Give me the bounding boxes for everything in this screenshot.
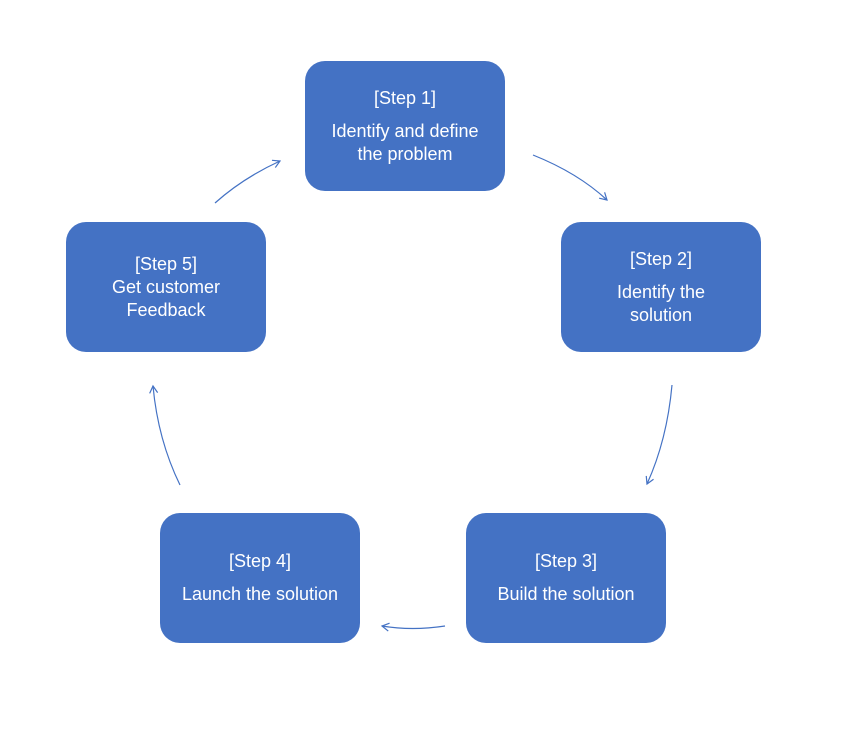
step-1-label: [Step 1]: [373, 87, 437, 108]
step-4-label: [Step 4]: [228, 551, 292, 571]
step-5-text: Get customer Feedback: [111, 276, 221, 320]
arrow-step2-to-step3: [645, 384, 673, 486]
step-5-box: [Step 5] Get customer Feedback: [66, 222, 266, 352]
step-2-label: [Step 2]: [629, 248, 693, 269]
step-4-text: Launch the solution: [181, 584, 339, 604]
arrow-step4-to-step5: [149, 384, 181, 486]
step-5-label: [Step 5]: [134, 253, 198, 274]
step-1-text: Identify and define the problem: [331, 120, 479, 164]
step-4-box: [Step 4] Launch the solution: [160, 513, 360, 643]
arrow-step1-to-step2: [532, 154, 608, 201]
arrow-step5-to-step1: [214, 159, 282, 204]
step-3-box: [Step 3] Build the solution: [466, 513, 666, 643]
step-3-text: Build the solution: [497, 584, 635, 604]
arrow-step3-to-step4: [380, 622, 446, 632]
step-2-box: [Step 2] Identify the solution: [561, 222, 761, 352]
step-1-box: [Step 1] Identify and define the problem: [305, 61, 505, 191]
step-3-label: [Step 3]: [534, 551, 598, 571]
step-2-text: Identify the solution: [616, 281, 706, 325]
